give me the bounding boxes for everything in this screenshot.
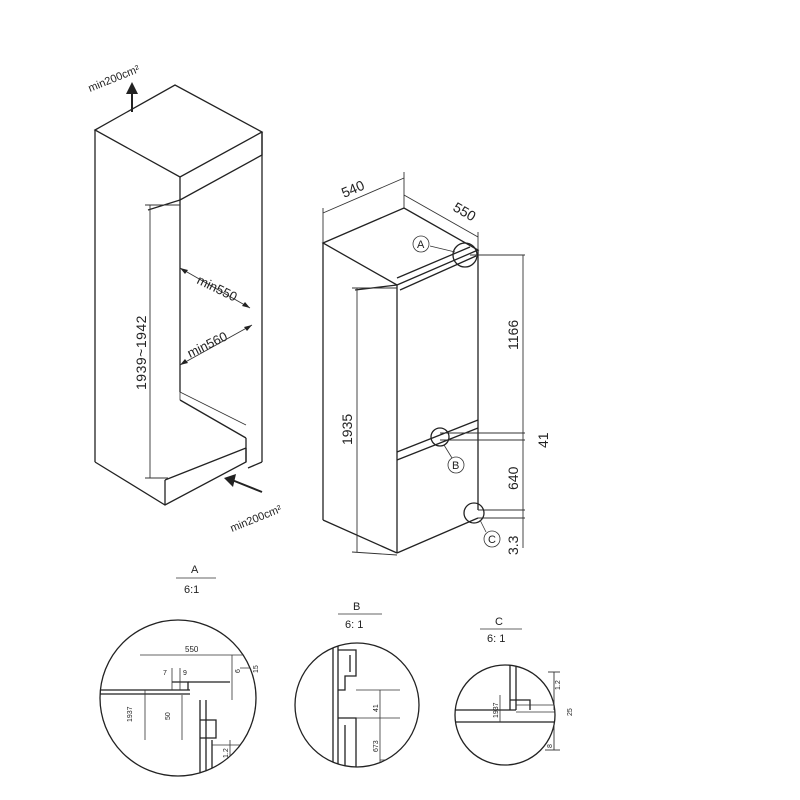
niche-width-label: min560 (185, 329, 230, 361)
niche-height-label: 1939~1942 (133, 315, 149, 390)
vent-bottom-label: min200cm² (229, 503, 284, 535)
callout-a: A (417, 239, 425, 251)
lower-door-label: 640 (505, 466, 521, 490)
detail-b: B 6: 1 41 673 (294, 601, 420, 768)
detail-a-dim-15: 15 (253, 665, 260, 673)
callout-c: C (488, 534, 496, 546)
detail-a: A 6:1 550 7 9 6 15 1937 (99, 564, 260, 777)
detail-a-dim-1-2: 1.2 (223, 748, 230, 758)
detail-a-dim-550: 550 (185, 645, 199, 654)
detail-c-dim-1-2: 1.2 (555, 680, 562, 690)
detail-a-dim-1937: 1937 (127, 706, 134, 722)
detail-b-dim-673: 673 (373, 740, 380, 752)
callout-b: B (452, 460, 459, 472)
bottom-offset-label: 3.3 (505, 535, 521, 555)
niche-depth-label: min550 (195, 272, 240, 304)
appliance-body (321, 172, 525, 556)
detail-c-dim-1937: 1937 (493, 702, 500, 718)
detail-b-letter: B (353, 601, 360, 613)
detail-c: C 6: 1 1937 1.2 25 8 (454, 616, 574, 766)
appliance-height-label: 1935 (339, 414, 355, 445)
detail-a-letter: A (191, 564, 199, 576)
niche-cabinet (93, 82, 264, 506)
door-gap-label: 41 (535, 432, 551, 448)
detail-c-letter: C (495, 616, 503, 628)
detail-a-scale: 6:1 (184, 584, 199, 596)
detail-a-dim-9: 9 (183, 670, 187, 677)
upper-door-label: 1166 (505, 320, 521, 350)
detail-a-dim-7: 7 (163, 670, 167, 677)
appliance-depth-label: 550 (451, 199, 479, 225)
detail-a-dim-50: 50 (165, 712, 172, 720)
appliance-width-label: 540 (339, 177, 367, 201)
detail-a-dim-6: 6 (235, 669, 242, 673)
detail-b-dim-41: 41 (373, 704, 380, 712)
detail-c-scale: 6: 1 (487, 633, 505, 645)
detail-b-scale: 6: 1 (345, 619, 363, 631)
detail-c-dim-25: 25 (567, 708, 574, 716)
detail-c-dim-8: 8 (547, 744, 554, 748)
